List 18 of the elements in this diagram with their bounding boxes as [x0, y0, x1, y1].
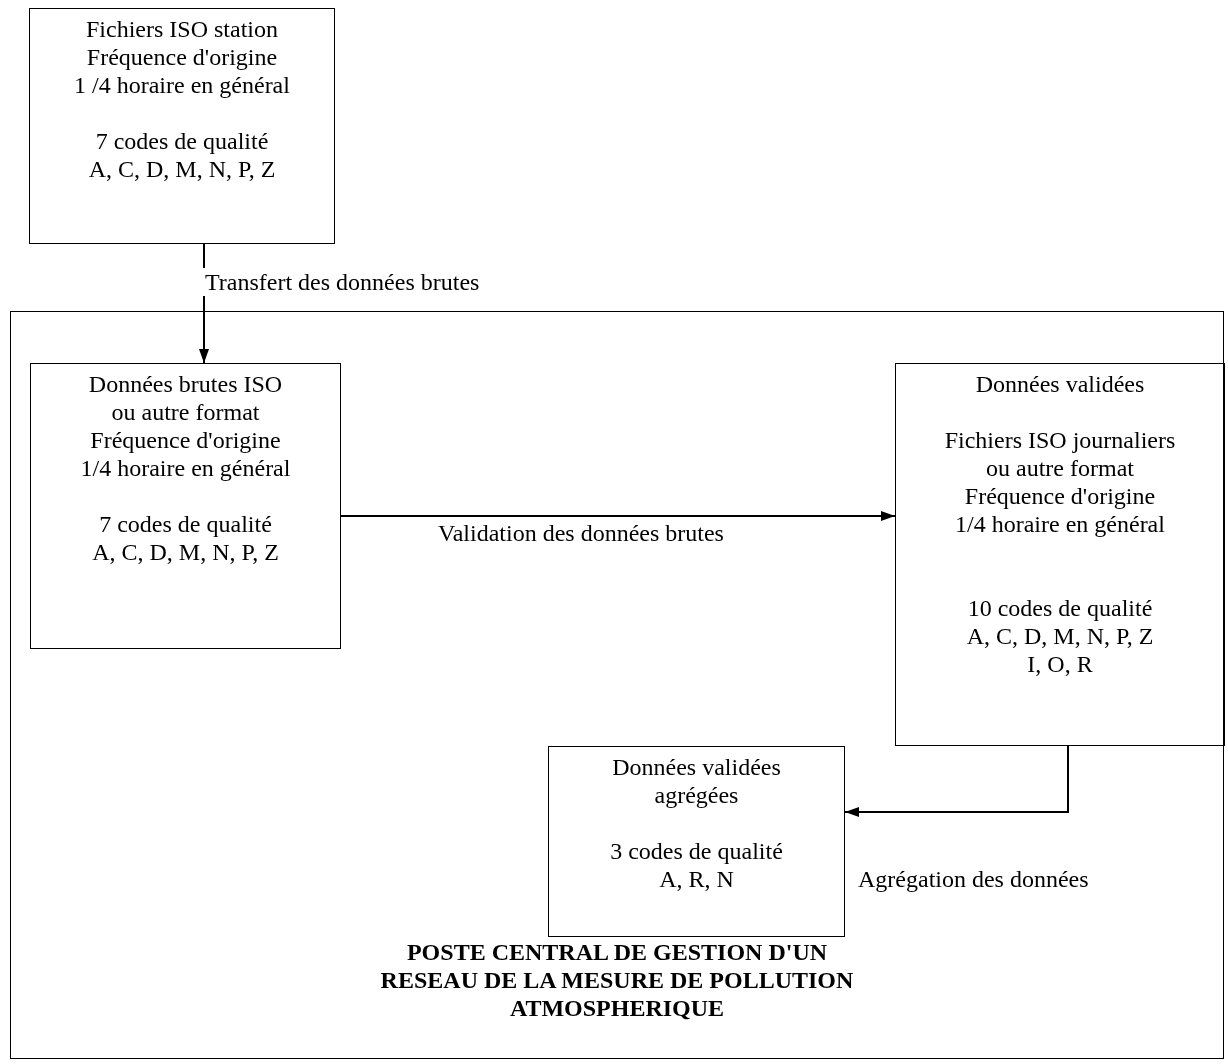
box-heading: Fichiers ISO station Fréquence d'origine 1 /4 horaire en général	[73, 15, 291, 99]
title-text: POSTE CENTRAL DE GESTION D'UN RESEAU DE LA MESURE DE POLLUTION ATMOSPHERIQUE	[379, 938, 855, 1022]
arrow	[844, 745, 1069, 817]
process-box	[895, 363, 1225, 746]
box-text: 7 codes de qualité A, C, D, M, N, P, Z	[91, 510, 280, 566]
box-text: 3 codes de qualité A, R, N	[609, 837, 784, 893]
edge-label: Transfert des données brutes	[203, 268, 482, 296]
process-box	[30, 363, 341, 649]
process-box	[548, 746, 845, 937]
box-heading: Données validées	[974, 370, 1146, 398]
box-heading: Données validées agrégées	[611, 753, 782, 809]
box-text: Fichiers ISO journaliers ou autre format Fréquence d'origine 1/4 horaire en général	[943, 426, 1177, 538]
arrow	[340, 511, 896, 521]
process-box	[29, 8, 335, 244]
box-heading: Données brutes ISO ou autre format Fréquence d'origine 1/4 horaire en général	[79, 370, 292, 482]
container-box	[10, 311, 1224, 1059]
box-text: 7 codes de qualité A, C, D, M, N, P, Z	[87, 127, 277, 183]
box-text: 10 codes de qualité A, C, D, M, N, P, Z I, O, R	[965, 594, 1155, 678]
